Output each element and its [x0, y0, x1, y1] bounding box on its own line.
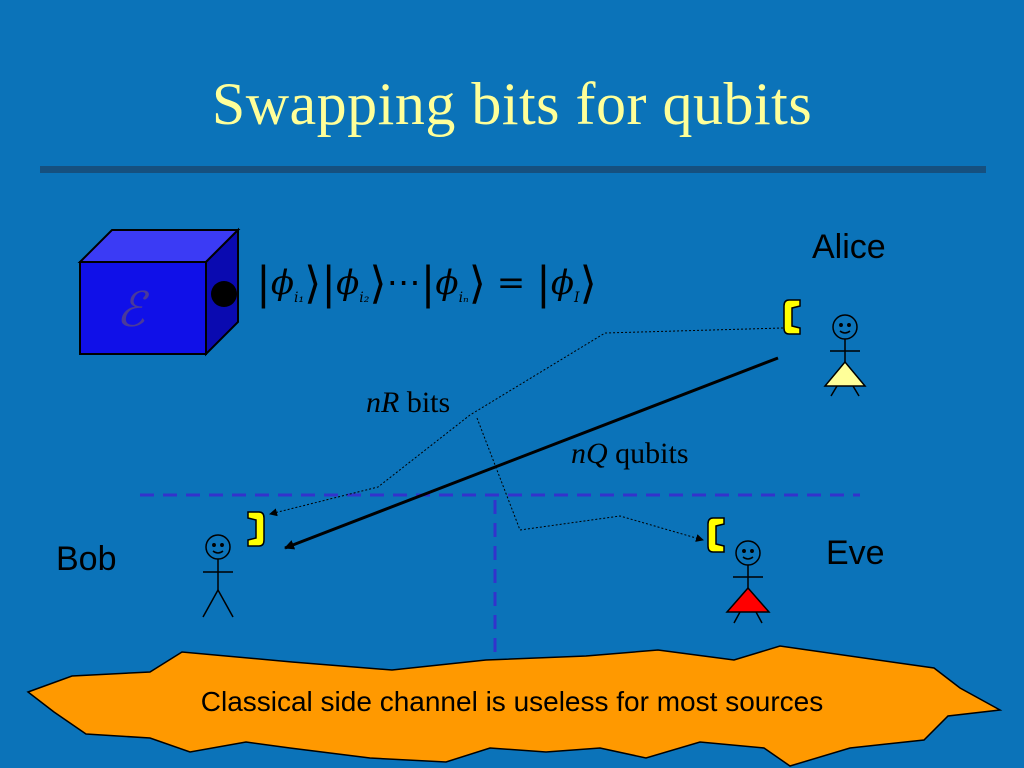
state-subscript: iₙ: [458, 289, 469, 306]
eve-label: Eve: [826, 534, 885, 572]
source-symbol: ℰ: [116, 282, 146, 338]
result-term: ϕ: [550, 263, 575, 303]
caption-text: Classical side channel is useless for mo…: [200, 686, 824, 717]
classical-bits-label: nR bits: [366, 386, 450, 420]
slide-title: Swapping bits for qubits: [211, 71, 813, 137]
classical-unit: bits: [406, 386, 451, 419]
stick-figure-icon: [725, 540, 771, 624]
cube-source-icon: [77, 227, 241, 357]
state-subscript: i₂: [359, 289, 370, 306]
quantum-qubits-label: nQ qubits: [571, 437, 689, 471]
equals-sign: =: [496, 263, 526, 303]
classical-rate-var: nR: [366, 386, 400, 419]
caption-banner: [26, 645, 1003, 767]
state-term: ϕ: [270, 263, 295, 303]
quantum-channel-arrow: [284, 356, 779, 550]
quantum-rate-var: nQ: [571, 437, 608, 470]
alice-label: Alice: [812, 228, 886, 266]
phone-icon: [783, 299, 801, 335]
stick-figure-icon: [202, 534, 234, 618]
quantum-unit: qubits: [615, 437, 689, 470]
classical-channel-to-bob: [269, 327, 784, 517]
result-subscript: I: [574, 289, 580, 306]
bob-label: Bob: [56, 540, 117, 578]
state-subscript: i₁: [294, 289, 305, 306]
stick-figure-icon: [823, 314, 867, 397]
state-term: ϕ: [336, 263, 360, 303]
phone-icon: [247, 511, 265, 547]
title-rule: [40, 166, 986, 173]
classical-channel-to-eve: [476, 417, 704, 542]
phone-icon: [707, 517, 725, 553]
state-term: ϕ: [435, 263, 459, 303]
ellipsis: ⋯: [386, 263, 421, 303]
state-equation: |ϕi₁⟩|ϕi₂⟩⋯|ϕiₙ⟩ = |ϕI⟩: [256, 258, 597, 309]
